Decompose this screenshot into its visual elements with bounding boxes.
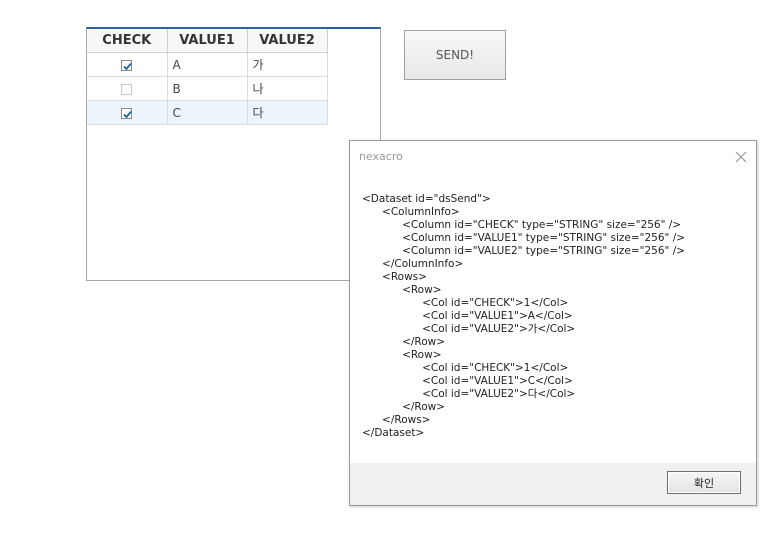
value1-cell[interactable]: A	[167, 52, 248, 77]
message-line: </Rows>	[362, 414, 431, 426]
message-line: <Col id="CHECK">1</Col>	[362, 362, 569, 374]
send-button[interactable]: SEND!	[404, 30, 506, 80]
check-cell[interactable]	[87, 100, 168, 125]
dialog-title: nexacro	[359, 150, 403, 163]
value2-cell[interactable]: 가	[247, 52, 328, 77]
grid-header-row: CHECK VALUE1 VALUE2	[87, 29, 328, 53]
message-line: <Col id="VALUE2">가</Col>	[362, 323, 576, 335]
message-line: <Col id="VALUE1">C</Col>	[362, 375, 573, 387]
check-cell[interactable]	[87, 52, 168, 77]
row-checkbox[interactable]	[121, 83, 133, 95]
row-checkbox[interactable]	[121, 107, 133, 119]
message-line: <Col id="VALUE1">A</Col>	[362, 310, 573, 322]
message-line: </Row>	[362, 401, 446, 413]
message-line: </Row>	[362, 336, 446, 348]
close-icon[interactable]	[734, 149, 748, 163]
column-header-value1[interactable]: VALUE1	[167, 29, 248, 53]
value1-cell[interactable]: B	[167, 76, 248, 101]
value1-cell[interactable]: C	[167, 100, 248, 125]
value2-cell[interactable]: 나	[247, 76, 328, 101]
checkmark-icon	[123, 62, 132, 70]
dialog-footer: 확인	[350, 463, 756, 505]
message-line: </Dataset>	[362, 427, 425, 439]
check-cell[interactable]	[87, 76, 168, 101]
message-line: <Column id="VALUE2" type="STRING" size="…	[362, 245, 686, 257]
row-checkbox[interactable]	[121, 59, 133, 71]
message-line: <Col id="CHECK">1</Col>	[362, 297, 569, 309]
message-line: <Row>	[362, 284, 442, 296]
message-dialog: nexacro <Dataset id="dsSend"> <ColumnInf…	[349, 140, 757, 506]
message-line: <Dataset id="dsSend">	[362, 193, 491, 205]
column-header-check[interactable]: CHECK	[87, 29, 168, 53]
message-line: <Row>	[362, 349, 442, 361]
value2-cell[interactable]: 다	[247, 100, 328, 125]
dialog-message: <Dataset id="dsSend"> <ColumnInfo> <Colu…	[362, 193, 685, 440]
ok-button[interactable]: 확인	[667, 471, 741, 494]
message-line: <Col id="VALUE2">다</Col>	[362, 388, 576, 400]
column-header-value2[interactable]: VALUE2	[247, 29, 328, 53]
message-line: <Rows>	[362, 271, 427, 283]
checkmark-icon	[123, 110, 132, 118]
message-line: <ColumnInfo>	[362, 206, 460, 218]
message-line: </ColumnInfo>	[362, 258, 464, 270]
message-line: <Column id="CHECK" type="STRING" size="2…	[362, 219, 682, 231]
message-line: <Column id="VALUE1" type="STRING" size="…	[362, 232, 686, 244]
